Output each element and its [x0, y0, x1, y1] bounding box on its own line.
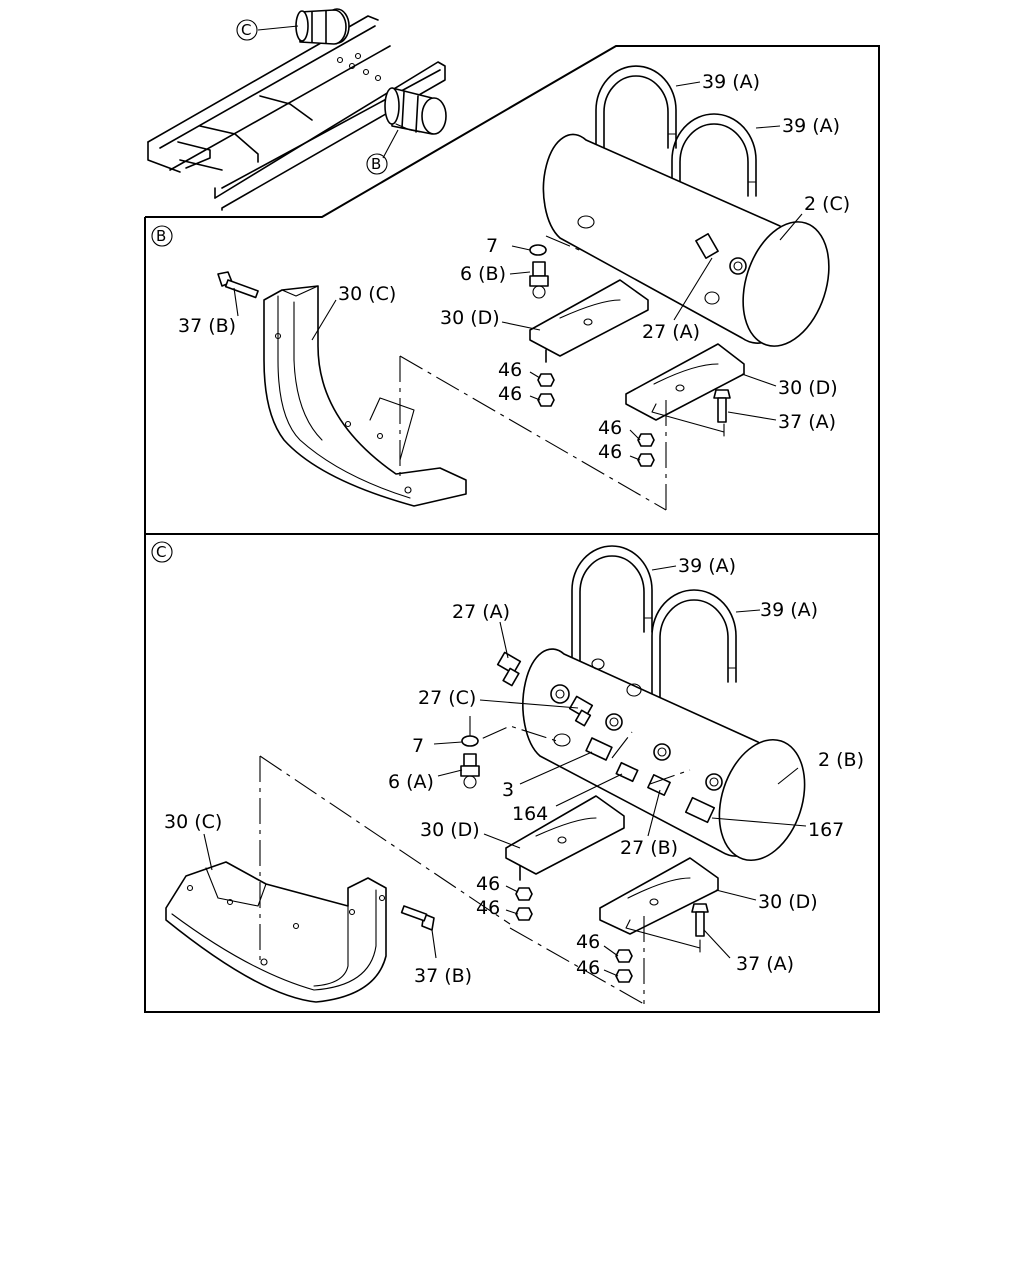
- bolt-37a: [713, 389, 731, 423]
- tank-b-overview: [384, 87, 447, 135]
- callout-c-circle: [236, 19, 258, 41]
- label-167: 167: [808, 819, 844, 841]
- label-3: 3: [502, 779, 514, 801]
- callout-b: B: [371, 155, 381, 173]
- chassis-overview: C B: [147, 8, 447, 211]
- label-6a: 6 (A): [388, 771, 434, 793]
- fitting-27b: [647, 773, 723, 796]
- nut-46-c1: [515, 887, 533, 901]
- label-30c-c: 30 (C): [164, 811, 222, 833]
- label-7-b: 7: [486, 235, 498, 257]
- u-bolt-39a-c: [571, 545, 737, 733]
- washer-7-c: [461, 735, 479, 747]
- fitting-164: [615, 761, 639, 783]
- label-37a-b: 37 (A): [778, 411, 836, 433]
- nut-46-2: [537, 393, 555, 407]
- fitting-167: [684, 796, 716, 824]
- panel-c: C: [144, 533, 880, 1013]
- nut-46-c2: [515, 907, 533, 921]
- label-27a-b: 27 (A): [642, 321, 700, 343]
- label-30d-b2: 30 (D): [778, 377, 838, 399]
- drain-valve-6b: [529, 261, 549, 299]
- panel-b-tag-circle: [151, 225, 173, 247]
- panel-c-tag: C: [156, 543, 166, 561]
- label-46-c4: 46: [576, 957, 600, 979]
- label-27a-c: 27 (A): [452, 601, 510, 623]
- label-46-b2: 46: [498, 383, 522, 405]
- nut-46-c4: [615, 969, 633, 983]
- label-2b: 2 (B): [818, 749, 864, 771]
- label-7-c: 7: [412, 735, 424, 757]
- label-6b: 6 (B): [460, 263, 506, 285]
- label-39a-b2: 39 (A): [782, 115, 840, 137]
- fitting-27c: [568, 695, 623, 731]
- label-27c: 27 (C): [418, 687, 476, 709]
- washer-7: [529, 244, 547, 256]
- drain-valve-6a: [460, 753, 480, 789]
- label-46-c2: 46: [476, 897, 500, 919]
- callout-c: C: [241, 21, 251, 39]
- bolt-37b-c: [400, 905, 435, 931]
- label-30c-b: 30 (C): [338, 283, 396, 305]
- label-30d-c2: 30 (D): [758, 891, 818, 913]
- label-39a-c2: 39 (A): [760, 599, 818, 621]
- label-46-c3: 46: [576, 931, 600, 953]
- bracket-30d-lower: [625, 343, 745, 421]
- callout-b-circle: [366, 153, 388, 175]
- bolt-37a-c: [691, 903, 709, 937]
- label-164: 164: [512, 803, 548, 825]
- label-46-b3: 46: [598, 417, 622, 439]
- label-39a-b1: 39 (A): [702, 71, 760, 93]
- tank-c-overview: [295, 8, 350, 45]
- fitting-3: [585, 737, 671, 761]
- tank-2b: [522, 648, 806, 862]
- fitting-27a-c: [496, 651, 570, 704]
- label-39a-c1: 39 (A): [678, 555, 736, 577]
- bracket-30c: [263, 285, 467, 507]
- label-2c: 2 (C): [804, 193, 850, 215]
- bracket-30c-c: [165, 861, 387, 1003]
- label-37b-c: 37 (B): [414, 965, 472, 987]
- nut-46-1: [537, 373, 555, 387]
- nut-46-3: [637, 433, 655, 447]
- label-46-c1: 46: [476, 873, 500, 895]
- label-30d-c1: 30 (D): [420, 819, 480, 841]
- panel-b-tag: B: [156, 227, 166, 245]
- tank-2c: [542, 133, 830, 347]
- label-37a-c: 37 (A): [736, 953, 794, 975]
- label-27b: 27 (B): [620, 837, 678, 859]
- panel-b: B: [144, 45, 880, 535]
- bracket-30d-upper: [529, 279, 649, 363]
- nut-46-4: [637, 453, 655, 467]
- label-30d-b1: 30 (D): [440, 307, 500, 329]
- label-37b-b: 37 (B): [178, 315, 236, 337]
- nut-46-c3: [615, 949, 633, 963]
- bolt-37b: [217, 271, 259, 299]
- bracket-30d-c-upper: [505, 795, 625, 881]
- label-46-b1: 46: [498, 359, 522, 381]
- panel-c-tag-circle: [151, 541, 173, 563]
- label-46-b4: 46: [598, 441, 622, 463]
